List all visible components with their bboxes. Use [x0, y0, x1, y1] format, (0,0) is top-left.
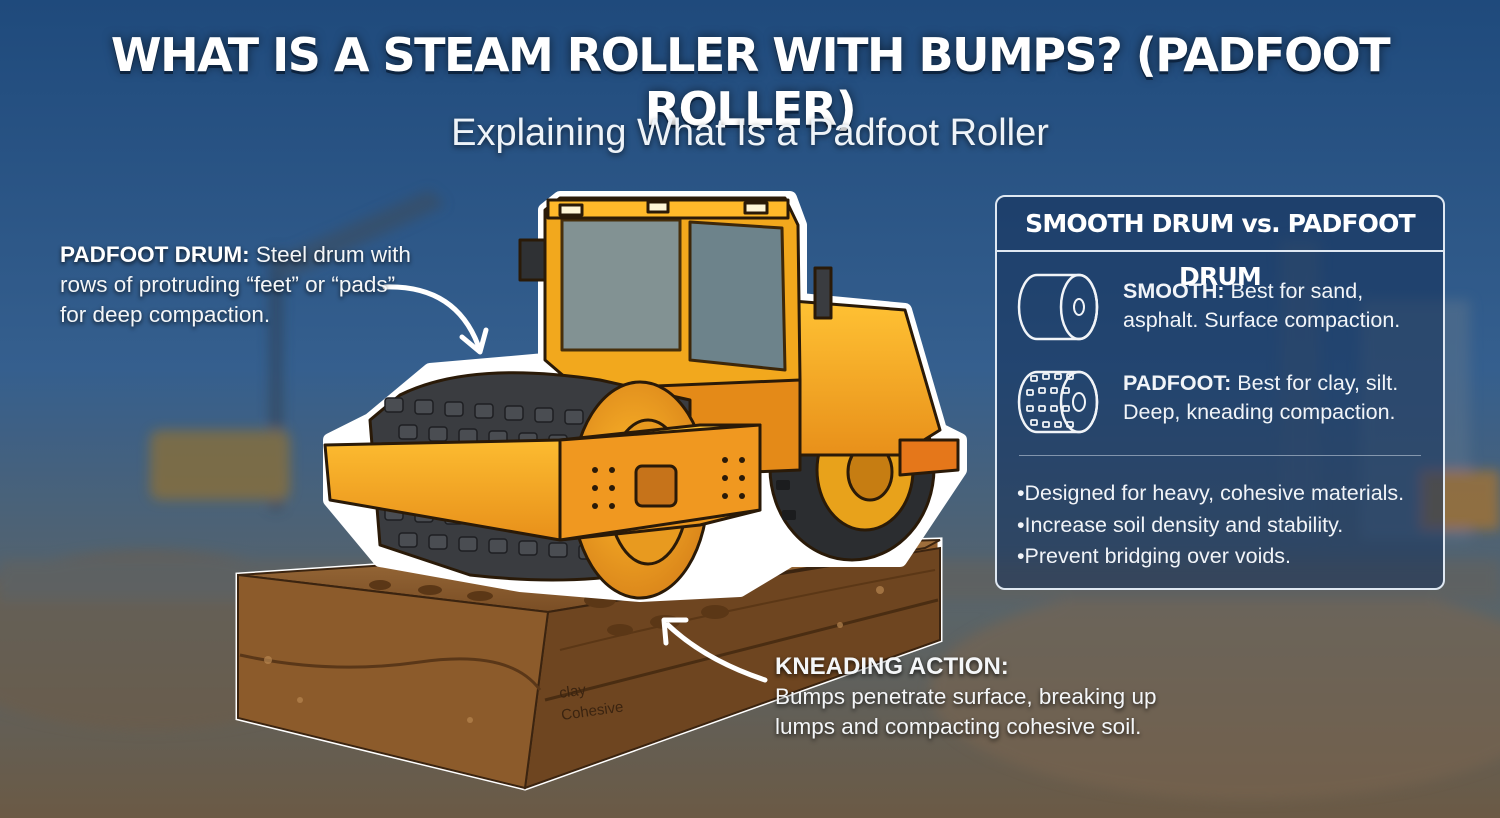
- drum-pad: [518, 540, 538, 556]
- benefit-item: Increase soil density and stability.: [1017, 510, 1404, 542]
- icon-pad: [1062, 387, 1070, 394]
- kneading-action-callout-text: Bumps penetrate surface, breaking up lum…: [775, 684, 1157, 739]
- drum-pad: [534, 407, 554, 423]
- padfoot-drum-callout-text: Steel drum with rows of protruding “feet…: [60, 242, 411, 327]
- drum-pad: [488, 538, 508, 554]
- smooth-drum-icon: [1017, 273, 1099, 341]
- benefit-item: Designed for heavy, cohesive materials.: [1017, 478, 1405, 510]
- icon-pad: [1038, 405, 1046, 412]
- comparison-panel-title: SMOOTH DRUM vs. PADFOOT DRUM: [997, 197, 1443, 291]
- page-title: WHAT IS A STEAM ROLLER WITH BUMPS? (PADF…: [110, 28, 1391, 136]
- padfoot-drum-text: Best for clay, silt. Deep, kneading comp…: [1123, 371, 1399, 424]
- icon-pad: [1054, 421, 1062, 428]
- drum-pad: [384, 397, 404, 413]
- drum-pad: [428, 426, 448, 442]
- padfoot-drum-callout-label: PADFOOT DRUM:: [60, 242, 250, 267]
- icon-pad: [1050, 387, 1058, 394]
- icon-pad: [1026, 405, 1034, 412]
- kneading-arrow: [665, 622, 768, 683]
- icon-pad: [1054, 373, 1062, 380]
- cab-light: [558, 203, 584, 217]
- drum-pad: [504, 405, 524, 421]
- drum-pad: [398, 424, 418, 440]
- padfoot-drum-callout: PADFOOT DRUM: Steel drum with rows of pr…: [60, 240, 420, 330]
- exhaust-pipe: [813, 266, 833, 320]
- icon-pad: [1038, 387, 1046, 394]
- drum-pad: [474, 403, 494, 419]
- smooth-drum-text: Best for sand, asphalt. Surface compacti…: [1123, 279, 1401, 332]
- icon-pad: [1062, 405, 1070, 412]
- icon-pad: [1066, 421, 1074, 428]
- drum-pad: [444, 401, 464, 417]
- icon-pad: [1050, 405, 1058, 412]
- drum-pad: [564, 409, 584, 425]
- cab-light: [743, 201, 769, 215]
- benefit-item: Prevent bridging over voids.: [1017, 541, 1404, 573]
- page-subtitle: Explaining What Is a Padfoot Roller: [451, 112, 1049, 154]
- kneading-action-callout-label: KNEADING ACTION:: [775, 653, 1009, 680]
- icon-pad: [1030, 419, 1038, 426]
- drum-pad: [428, 534, 448, 550]
- cab-light: [646, 200, 670, 214]
- padfoot-arrow: [382, 284, 481, 348]
- drum-pad: [398, 532, 418, 548]
- icon-pad: [1030, 375, 1038, 382]
- padfoot-roller: [323, 191, 967, 602]
- comparison-panel: SMOOTH DRUM vs. PADFOOT DRUM SMOOTH: Bes…: [995, 195, 1445, 590]
- cab: [518, 196, 802, 397]
- smooth-drum-label: SMOOTH:: [1123, 279, 1225, 303]
- padfoot-drum-label: PADFOOT:: [1123, 371, 1232, 395]
- icon-pad: [1042, 373, 1050, 380]
- icon-pad: [1026, 389, 1034, 396]
- kneading-action-callout: KNEADING ACTION: Bumps penetrate surface…: [775, 652, 1195, 742]
- icon-pad: [1042, 421, 1050, 428]
- padfoot-drum-icon: [1017, 370, 1099, 434]
- soil-label-clay: clay: [558, 681, 587, 702]
- drum-pad: [458, 536, 478, 552]
- smooth-drum-description: SMOOTH: Best for sand, asphalt. Surface …: [1123, 277, 1438, 335]
- icon-pad: [1066, 373, 1074, 380]
- panel-divider: [1019, 455, 1421, 456]
- drum-pad: [414, 399, 434, 415]
- drum-pad: [548, 542, 568, 558]
- padfoot-drum-description: PADFOOT: Best for clay, silt. Deep, knea…: [1123, 369, 1438, 427]
- benefit-list: Designed for heavy, cohesive materials. …: [1017, 478, 1405, 573]
